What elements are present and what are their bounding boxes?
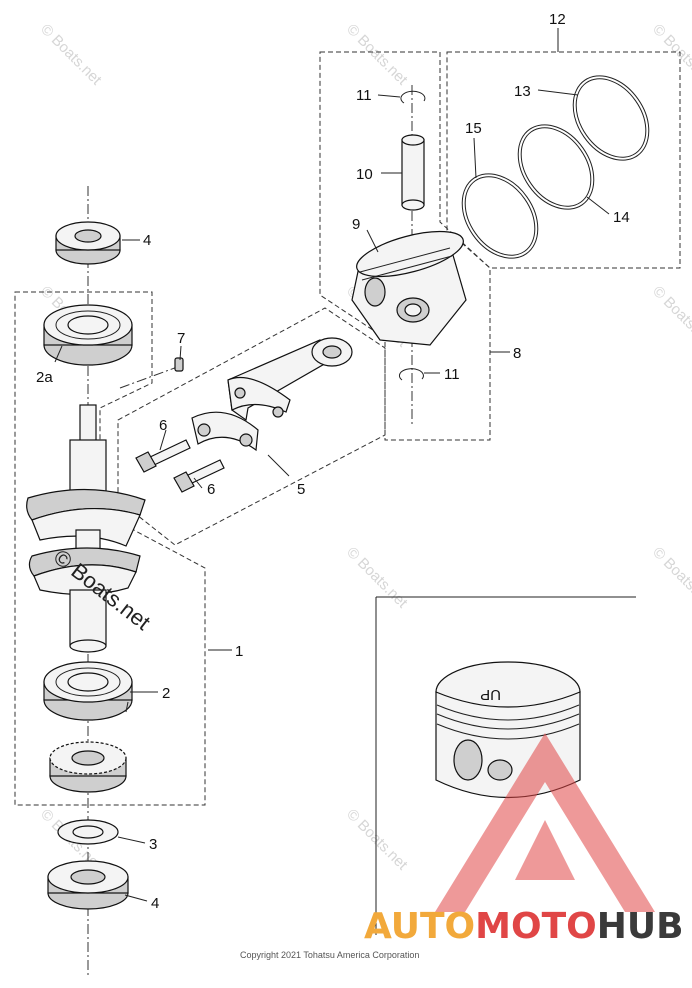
logo-text-hub: HUB <box>597 906 684 947</box>
callout-8: 8 <box>513 345 521 362</box>
piston-ring-15 <box>461 173 539 259</box>
callout-13: 13 <box>514 83 531 100</box>
piston-pin <box>401 134 425 211</box>
logo-text-auto: AUTO <box>364 906 475 947</box>
callout-10: 10 <box>356 166 373 183</box>
connecting-rod <box>227 337 353 422</box>
rod-cap <box>191 411 259 452</box>
callout-2: 2 <box>162 685 170 702</box>
piston-group-box <box>319 51 491 441</box>
watermark: © Boats.net <box>649 283 692 351</box>
callout-6-upper: 6 <box>159 417 167 434</box>
callout-2a: 2a <box>36 369 53 386</box>
watermark: © Boats.net <box>343 21 411 89</box>
callout-3: 3 <box>149 836 157 853</box>
logo-text: AUTOMOTOHUB <box>364 906 684 947</box>
watermark: © Boats.net <box>343 544 411 612</box>
callout-14: 14 <box>613 209 630 226</box>
crankshaft-group-box <box>14 291 206 806</box>
crank-gear <box>49 741 127 793</box>
bearing-lower <box>43 661 133 721</box>
oil-seal-lower <box>47 860 129 910</box>
leader-lines <box>54 28 610 902</box>
callout-4-upper: 4 <box>143 232 151 249</box>
dowel-pin <box>174 357 184 372</box>
piston-pin-clips <box>398 90 426 381</box>
piston-ring-13 <box>572 75 650 161</box>
pin-clip-upper <box>400 90 426 104</box>
piston-up-mark: UP <box>480 686 501 703</box>
logo: AUTOMOTOHUB <box>364 733 684 947</box>
watermarks: © Boats.net © Boats.net © Boats.net © Bo… <box>37 21 692 874</box>
callout-9: 9 <box>352 216 360 233</box>
logo-triangle-icon <box>435 733 655 912</box>
rod-bolts <box>135 439 225 493</box>
inset-panel: UP <box>375 596 636 935</box>
callout-4-lower: 4 <box>151 895 159 912</box>
watermark: © Boats.net <box>343 806 411 874</box>
oil-seal-upper <box>55 221 121 265</box>
piston-ring-set-box <box>446 51 681 269</box>
piston <box>351 230 467 346</box>
callout-1: 1 <box>235 643 243 660</box>
bearing-upper <box>43 304 133 366</box>
watermark: © Boats.net <box>37 21 105 89</box>
callout-15: 15 <box>465 120 482 137</box>
crankshaft <box>26 404 146 653</box>
copyright-text: Copyright 2021 Tohatsu America Corporati… <box>240 950 419 960</box>
callout-11-upper: 11 <box>356 87 372 104</box>
logo-text-moto: MOTO <box>475 906 597 947</box>
callout-12: 12 <box>549 11 566 28</box>
piston-rings <box>461 75 650 259</box>
callout-5: 5 <box>297 481 305 498</box>
callout-6-lower: 6 <box>207 481 215 498</box>
watermark: © Boats.net <box>649 544 692 612</box>
callout-7: 7 <box>177 330 185 347</box>
washer <box>57 819 119 845</box>
piston-ring-14 <box>517 124 595 210</box>
pin-clip-lower <box>398 368 424 381</box>
watermark: © Boats.net <box>649 21 692 89</box>
callout-11-lower: 11 <box>444 366 460 383</box>
callout-labels: 1 2 2a 3 4 4 5 6 6 7 8 9 10 11 11 12 13 … <box>36 11 630 912</box>
